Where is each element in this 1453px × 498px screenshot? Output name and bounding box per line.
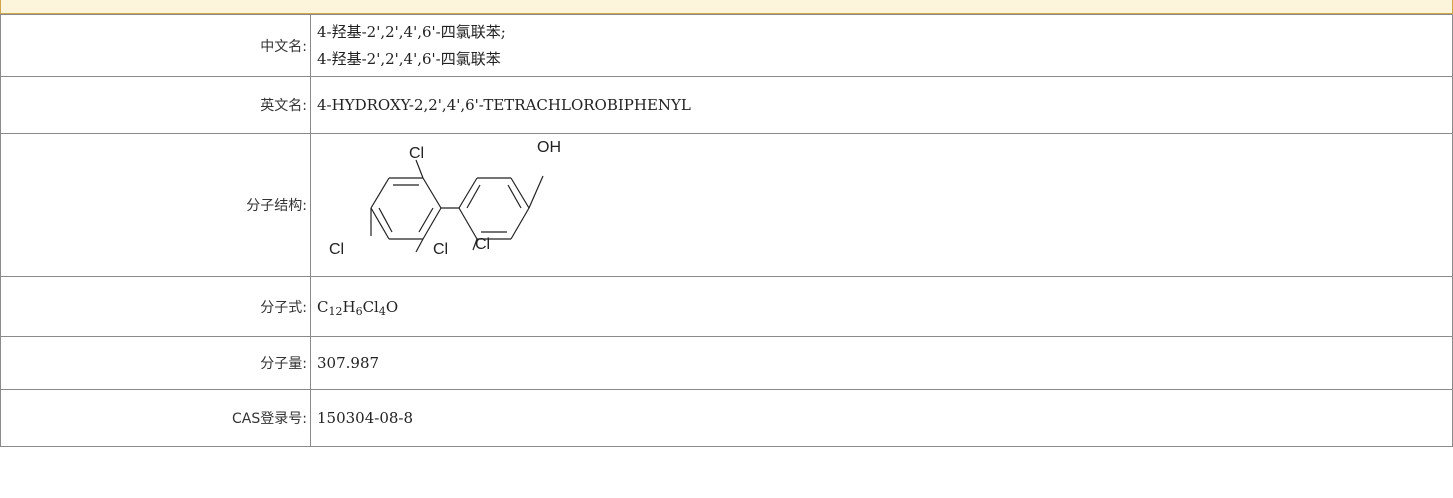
atom-oh: OH [537,139,561,156]
property-table: 中文名: 4-羟基-2',2',4',6'-四氯联苯; 4-羟基-2',2',4… [0,14,1453,447]
bond-cl-mid [415,238,424,253]
atom-cl-top: Cl [409,145,424,162]
ring-a-bonds [370,177,442,240]
row-structure: 分子结构: [0,133,1453,277]
formula-element-o: O [385,297,399,316]
formula-value: C12H6Cl4O [310,276,1453,337]
molecular-weight-label: 分子量: [0,336,311,390]
row-molecular-weight: 分子量: 307.987 [0,336,1453,390]
chinese-name-value: 4-羟基-2',2',4',6'-四氯联苯; 4-羟基-2',2',4',6'-… [310,14,1453,77]
chinese-name-label: 中文名: [0,14,311,77]
bond-cl-top [415,159,424,179]
formula-count-cl: 4 [378,304,386,318]
molecular-weight-value: 307.987 [310,336,1453,390]
chinese-name-line-2: 4-羟基-2',2',4',6'-四氯联苯 [317,49,501,68]
cas-label: CAS登录号: [0,389,311,447]
formula-count-h: 6 [355,304,363,318]
formula-element-h: H [342,297,356,316]
atom-cl-left: Cl [329,241,344,258]
ring-b-bonds [458,177,530,240]
chinese-name-line-1: 4-羟基-2',2',4',6'-四氯联苯; [317,22,506,41]
structure-cell: Cl Cl Cl Cl OH [310,133,1453,277]
row-chinese-name: 中文名: 4-羟基-2',2',4',6'-四氯联苯; 4-羟基-2',2',4… [0,14,1453,77]
atom-cl-mid: Cl [433,241,448,258]
atom-cl-right: Cl [475,236,490,253]
english-name-value: 4-HYDROXY-2,2',4',6'-TETRACHLOROBIPHENYL [310,76,1453,134]
formula-count-c: 12 [328,304,343,318]
cas-value: 150304-08-8 [310,389,1453,447]
header-bar [0,0,1453,14]
bond-cl-right [472,238,478,251]
bond-oh [528,175,544,209]
row-english-name: 英文名: 4-HYDROXY-2,2',4',6'-TETRACHLOROBIP… [0,76,1453,134]
formula-element-cl: Cl [362,297,379,316]
molecule-structure: Cl Cl Cl Cl OH [329,139,561,258]
formula-label: 分子式: [0,276,311,337]
row-formula: 分子式: C12H6Cl4O [0,276,1453,337]
row-cas: CAS登录号: 150304-08-8 [0,389,1453,447]
formula-element-c: C [317,297,329,316]
structure-label: 分子结构: [0,133,311,277]
english-name-label: 英文名: [0,76,311,134]
